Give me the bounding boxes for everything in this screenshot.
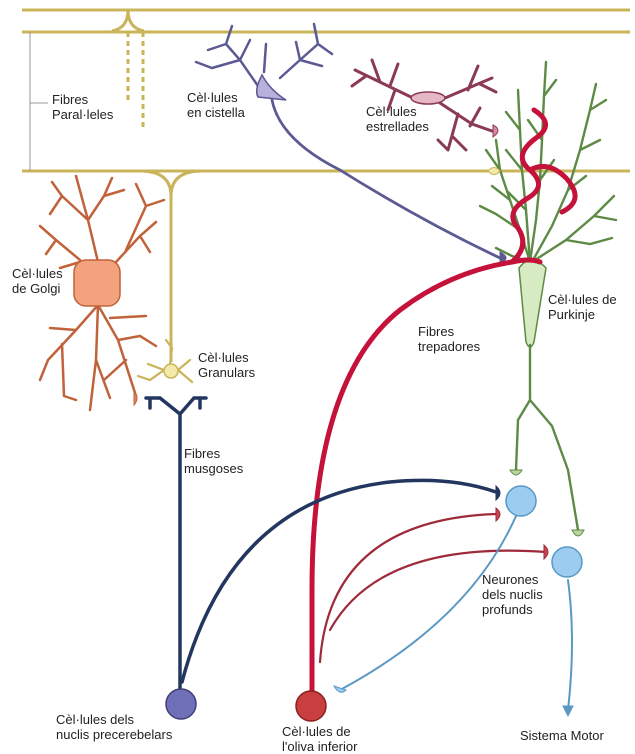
label-line: nuclis precerebelars	[56, 727, 172, 742]
label-line: Fibres	[418, 324, 480, 339]
label-line: Neurones	[482, 572, 543, 587]
label-line: Fibres	[184, 446, 243, 461]
stellate-cells-label: Cèl·lules estrellades	[366, 104, 429, 134]
purkinje-cells-label: Cèl·lules de Purkinje	[548, 292, 617, 322]
label-line: estrellades	[366, 119, 429, 134]
granule-cells-label: Cèl·lules Granulars	[198, 350, 255, 380]
label-line: profunds	[482, 602, 543, 617]
label-line: Cèl·lules dels	[56, 712, 172, 727]
label-line: dels nuclis	[482, 587, 543, 602]
motor-system-label: Sistema Motor	[520, 728, 604, 743]
inferior-olive-neuron	[296, 691, 326, 721]
deep-nucleus-neuron-upper	[506, 486, 536, 516]
mossy-fibres-label: Fibres musgoses	[184, 446, 243, 476]
label-line: Cèl·lules	[187, 90, 245, 105]
label-line: trepadores	[418, 339, 480, 354]
label-line: Cèl·lules	[198, 350, 255, 365]
label-line: Purkinje	[548, 307, 617, 322]
parallel-fibres-label: Fibres Paral·leles	[52, 92, 113, 122]
precerebellar-label: Cèl·lules dels nuclis precerebelars	[56, 712, 172, 742]
label-line: en cistella	[187, 105, 245, 120]
inferior-olive-label: Cèl·lules de l'oliva inferior	[282, 724, 357, 754]
label-line: Granulars	[198, 365, 255, 380]
label-line: de Golgi	[12, 281, 63, 296]
label-line: Cèl·lules de	[548, 292, 617, 307]
label-line: musgoses	[184, 461, 243, 476]
granule-cell	[138, 340, 192, 382]
label-line: Cèl·lules de	[282, 724, 357, 739]
label-line: Fibres	[52, 92, 113, 107]
deep-nucleus-neuron-lower	[552, 547, 582, 577]
parallel-fibre-bracket	[30, 32, 48, 171]
deep-nuclei-label: Neurones dels nuclis profunds	[482, 572, 543, 617]
label-line: Paral·leles	[52, 107, 113, 122]
label-line: Cèl·lules	[366, 104, 429, 119]
climbing-fibres-label: Fibres trepadores	[418, 324, 480, 354]
label-line: Sistema Motor	[520, 728, 604, 743]
golgi-cells-label: Cèl·lules de Golgi	[12, 266, 63, 296]
label-line: Cèl·lules	[12, 266, 63, 281]
basket-cells-label: Cèl·lules en cistella	[187, 90, 245, 120]
